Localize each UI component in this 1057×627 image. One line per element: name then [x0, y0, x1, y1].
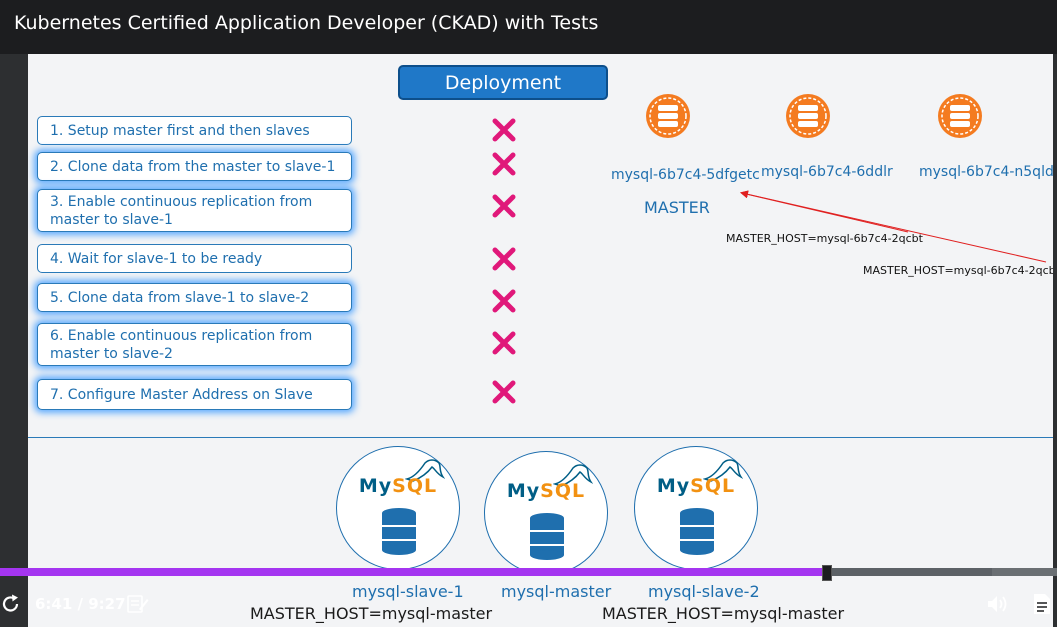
transcript-icon[interactable] — [127, 594, 149, 614]
database-icon — [382, 508, 416, 555]
step-5: 5. Clone data from slave-1 to slave-2 — [37, 283, 352, 312]
node-label: mysql-master — [501, 582, 612, 601]
course-title: Kubernetes Certified Application Develop… — [14, 12, 599, 34]
pod-label: mysql-6b7c4-5dfgetc — [611, 167, 760, 183]
mysql-logo: MySQL — [656, 475, 736, 497]
step-7: 7. Configure Master Address on Slave — [37, 379, 352, 410]
mysql-dolphin-icon — [405, 459, 445, 482]
mysql-dolphin-icon — [553, 464, 593, 487]
step-3: 3. Enable continuous replication from ma… — [37, 189, 352, 232]
master-host-label: MASTER_HOST=mysql-6b7c4-2qcbt — [726, 232, 923, 245]
cross-icon — [492, 380, 516, 404]
replication-arrows — [740, 190, 1047, 263]
time-display: 6:41 / 9:27 — [35, 595, 126, 613]
replay-icon[interactable] — [0, 593, 22, 615]
database-icon — [530, 513, 564, 560]
cross-icon — [492, 194, 516, 218]
database-icon — [646, 94, 690, 138]
step-6: 6. Enable continuous replication from ma… — [37, 323, 352, 366]
right-gutter — [1053, 54, 1057, 627]
node-label: mysql-slave-2 — [648, 582, 760, 601]
mysql-node: MySQL — [336, 446, 460, 570]
mysql-dolphin-icon — [703, 459, 743, 482]
divider — [28, 437, 1053, 438]
pod-label: mysql-6b7c4-n5qld — [919, 164, 1053, 180]
notes-icon[interactable] — [1032, 592, 1052, 616]
mysql-node: MySQL — [484, 451, 608, 575]
cross-icon — [492, 118, 516, 142]
volume-icon[interactable] — [986, 594, 1010, 614]
node-master-host-label: MASTER_HOST=mysql-master — [250, 604, 493, 623]
progress-fill — [0, 568, 824, 576]
cross-icon — [492, 152, 516, 176]
mysql-node: MySQL — [634, 446, 758, 570]
database-icon — [680, 508, 714, 555]
left-gutter — [0, 54, 28, 627]
step-4: 4. Wait for slave-1 to be ready — [37, 244, 352, 273]
master-host-label: MASTER_HOST=mysql-6b7c4-2qcbt — [863, 264, 1053, 277]
cross-icon — [492, 289, 516, 313]
deployment-label: Deployment — [398, 65, 608, 100]
step-2: 2. Clone data from the master to slave-1 — [37, 152, 352, 181]
mysql-logo: MySQL — [506, 480, 586, 502]
master-label: MASTER — [644, 198, 710, 217]
cross-icon — [492, 331, 516, 355]
course-header: Kubernetes Certified Application Develop… — [0, 0, 1057, 54]
cross-icon — [492, 247, 516, 271]
step-1: 1. Setup master first and then slaves — [37, 116, 352, 145]
database-icon — [938, 94, 982, 138]
pod-label: mysql-6b7c4-6ddlr — [761, 164, 893, 180]
node-label: mysql-slave-1 — [352, 582, 464, 601]
lecture-slide[interactable]: Deployment 1. Setup master first and the… — [28, 54, 1053, 627]
node-master-host-label: MASTER_HOST=mysql-master — [602, 604, 845, 623]
mysql-logo: MySQL — [358, 475, 438, 497]
progress-thumb[interactable] — [822, 565, 832, 581]
database-icon — [786, 94, 830, 138]
